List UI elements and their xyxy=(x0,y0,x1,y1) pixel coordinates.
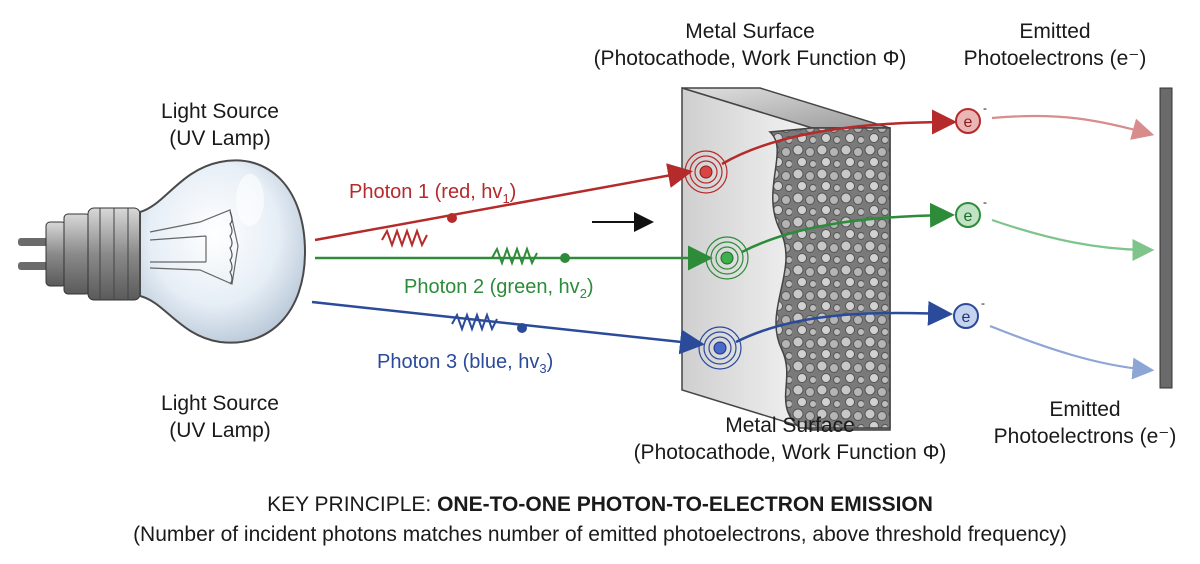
svg-text:e: e xyxy=(964,208,973,225)
emitted-label-top: Emitted Photoelectrons (e⁻) xyxy=(945,18,1165,72)
svg-text:-: - xyxy=(983,195,987,209)
svg-text:e: e xyxy=(964,114,973,131)
key-principle-prefix: KEY PRINCIPLE: xyxy=(267,493,438,516)
emission-path-2 xyxy=(991,218,1155,261)
photon-1-ray xyxy=(314,163,713,248)
svg-text:e: e xyxy=(962,309,971,326)
photon-3-label: Photon 3 (blue, hv3) xyxy=(377,350,553,381)
photon-3-ray xyxy=(311,300,727,355)
photon-2-ray xyxy=(315,245,734,271)
electron-path-1 xyxy=(721,109,957,166)
key-principle-note-text: (Number of incident photons matches numb… xyxy=(133,523,1067,546)
key-principle-bold: ONE-TO-ONE PHOTON-TO-ELECTRON EMISSION xyxy=(437,493,933,516)
label-line: Light Source xyxy=(161,100,279,123)
photon-text: Photon 1 (red, hv xyxy=(349,181,503,203)
light-bulb-icon xyxy=(18,159,307,344)
svg-text:-: - xyxy=(983,101,987,115)
electron-2: e - xyxy=(955,195,987,228)
photon-1-label: Photon 1 (red, hv1) xyxy=(349,180,516,211)
photon-subscript: 2 xyxy=(579,286,587,301)
electron-path-3 xyxy=(735,300,953,344)
light-source-label-bottom: Light Source (UV Lamp) xyxy=(130,390,310,444)
label-line: Metal Surface xyxy=(725,414,855,437)
metal-surface-label-bottom: Metal Surface (Photocathode, Work Functi… xyxy=(600,412,980,466)
label-line: Photoelectrons (e⁻) xyxy=(963,47,1147,70)
photon-subscript: 3 xyxy=(539,361,547,376)
light-source-label-top: Light Source (UV Lamp) xyxy=(130,98,310,152)
key-principle: KEY PRINCIPLE: ONE-TO-ONE PHOTON-TO-ELEC… xyxy=(0,490,1200,520)
label-line: Photoelectrons (e⁻) xyxy=(993,425,1177,448)
electron-3: e - xyxy=(953,296,985,329)
impact-ripples xyxy=(684,150,749,370)
key-principle-note: (Number of incident photons matches numb… xyxy=(0,520,1200,550)
label-line: (UV Lamp) xyxy=(169,127,271,150)
label-line: (Photocathode, Work Function Φ) xyxy=(633,441,947,464)
electron-path-2 xyxy=(741,202,955,254)
photon-text-end: ) xyxy=(546,351,554,373)
collector-plate xyxy=(1159,87,1173,389)
photon-text: Photon 2 (green, hv xyxy=(404,276,580,298)
label-line: (Photocathode, Work Function Φ) xyxy=(593,47,907,70)
label-line: Light Source xyxy=(161,392,279,415)
photon-text: Photon 3 (blue, hv xyxy=(377,351,540,373)
photon-subscript: 1 xyxy=(502,191,510,206)
label-line: (UV Lamp) xyxy=(169,419,271,442)
label-line: Emitted xyxy=(1019,20,1091,43)
label-line: Emitted xyxy=(1049,398,1121,421)
emitted-label-bottom: Emitted Photoelectrons (e⁻) xyxy=(975,396,1195,450)
electron-1: e - xyxy=(955,101,987,134)
svg-text:-: - xyxy=(981,296,985,310)
photon-text-end: ) xyxy=(509,181,517,203)
emission-path-3 xyxy=(989,324,1155,380)
metal-block xyxy=(681,86,891,432)
photon-text-end: ) xyxy=(586,276,594,298)
metal-surface-label-top: Metal Surface (Photocathode, Work Functi… xyxy=(560,18,940,72)
emission-path-1 xyxy=(991,114,1155,140)
label-line: Metal Surface xyxy=(685,20,815,43)
photon-2-label: Photon 2 (green, hv2) xyxy=(404,275,594,306)
